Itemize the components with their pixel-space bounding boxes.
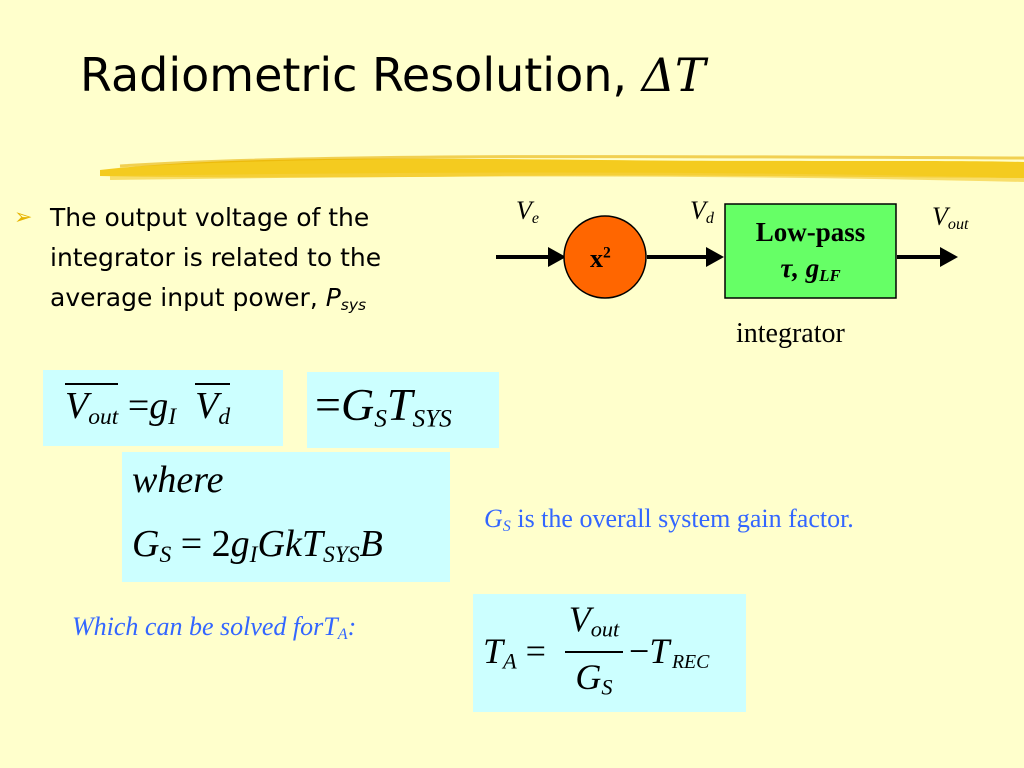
eq3-equals: = bbox=[180, 523, 203, 565]
eq3-g: G bbox=[132, 523, 160, 565]
eq3-gi: g bbox=[230, 523, 250, 565]
eq2-t: T bbox=[386, 379, 413, 430]
eq1-vsub: out bbox=[88, 403, 119, 430]
eq3-where: where bbox=[132, 459, 224, 501]
eq4-denominator: GS bbox=[563, 656, 625, 698]
eq1-vdsub: d bbox=[218, 403, 231, 430]
mid-v: V bbox=[690, 196, 706, 225]
slide-title: Radiometric Resolution, ΔT bbox=[80, 48, 706, 102]
eq3-gisub: I bbox=[249, 541, 258, 568]
eq4-num: V bbox=[568, 599, 591, 639]
note-gsub: S bbox=[502, 518, 511, 536]
solve-colon: : bbox=[347, 612, 357, 641]
solve-t: T bbox=[323, 612, 338, 641]
equation-vout: Vout =gI Vd bbox=[43, 370, 283, 446]
eq4-den: G bbox=[575, 657, 602, 697]
eq3-gkt: GkT bbox=[257, 523, 323, 565]
bullet-body: The output voltage of the integrator is … bbox=[50, 203, 382, 312]
eq4-trec-prime: ' bbox=[669, 638, 672, 654]
eq2-tsub: SYS bbox=[412, 404, 452, 433]
bullet-var: P bbox=[325, 283, 341, 312]
eq4-trecsub: REC bbox=[671, 650, 710, 673]
title-text: Radiometric Resolution, bbox=[80, 48, 642, 102]
eq4-equals: = bbox=[525, 631, 546, 671]
eq1-gsub: I bbox=[168, 403, 177, 430]
eq1-equals: = bbox=[127, 385, 150, 427]
solve-tsub: A bbox=[337, 626, 348, 644]
output-sub: out bbox=[947, 216, 969, 234]
square-sup: 2 bbox=[603, 244, 611, 262]
note-g: G bbox=[484, 504, 503, 533]
filter-line1: Low-pass bbox=[755, 217, 866, 247]
input-v: V bbox=[516, 196, 532, 225]
square-law-label: x2 bbox=[590, 244, 611, 274]
highlight-stroke bbox=[100, 154, 1024, 182]
title-symbol: ΔT bbox=[641, 48, 706, 102]
integrator-caption: integrator bbox=[736, 318, 845, 349]
filter-tau: τ, g bbox=[780, 253, 820, 283]
block-diagram bbox=[496, 203, 958, 299]
eq4-lhs: TA = bbox=[483, 630, 546, 672]
mid-sub: d bbox=[705, 210, 714, 228]
solve-text: Which can be solved for bbox=[72, 612, 324, 641]
eq3-tsub: SYS bbox=[322, 541, 360, 568]
equation-gs-definition: where GS = 2gIGkTSYSB bbox=[122, 452, 450, 582]
output-voltage-label: Vout bbox=[932, 202, 969, 234]
input-sub: e bbox=[531, 210, 540, 228]
solve-note: Which can be solved forTA: bbox=[72, 612, 357, 644]
eq2-g: G bbox=[340, 379, 375, 430]
filter-sub: LF bbox=[819, 266, 841, 286]
eq1-g: g bbox=[149, 385, 169, 427]
eq4-fraction-bar bbox=[565, 651, 623, 653]
eq3-b: B bbox=[359, 523, 383, 565]
eq3-formula: GS = 2gIGkTSYSB bbox=[132, 522, 383, 568]
bullet-text: The output voltage of the integrator is … bbox=[50, 198, 480, 318]
input-voltage-label: Ve bbox=[516, 196, 540, 228]
eq1-vd: Vd bbox=[195, 383, 231, 430]
eq4-minus: − bbox=[629, 631, 650, 671]
eq3-gsub: S bbox=[159, 541, 172, 568]
filter-line2: τ, gLF bbox=[725, 250, 896, 286]
eq4-trec: T bbox=[649, 631, 670, 671]
eq1-vd-v: V bbox=[195, 385, 219, 427]
eq4-rhs: −T'REC bbox=[629, 630, 709, 672]
arrow-bullet-icon: ➢ bbox=[14, 205, 33, 230]
eq4-tsub: A bbox=[503, 648, 517, 674]
eq4-numsub: out bbox=[590, 616, 620, 642]
eq1-v: V bbox=[65, 385, 89, 427]
eq1-content: Vout =gI Vd bbox=[65, 383, 231, 430]
eq3-two: 2 bbox=[211, 523, 231, 565]
equation-ta: TA = Vout GS −T'REC bbox=[473, 594, 746, 712]
eq2-content: =GSTSYS bbox=[315, 378, 452, 431]
bullet-var-sub: sys bbox=[340, 295, 367, 314]
eq4-t: T bbox=[483, 631, 504, 671]
gain-factor-note: GS is the overall system gain factor. bbox=[484, 504, 854, 536]
lowpass-filter-box: Low-pass τ, gLF bbox=[725, 214, 896, 286]
square-x: x bbox=[590, 244, 603, 273]
note-text: is the overall system gain factor. bbox=[510, 504, 854, 533]
eq1-vout: Vout bbox=[65, 383, 119, 430]
output-v: V bbox=[932, 202, 948, 231]
eq2-gsub: S bbox=[374, 404, 387, 433]
eq2-equals: = bbox=[315, 379, 341, 430]
eq4-numerator: Vout bbox=[563, 598, 625, 640]
eq4-densub: S bbox=[601, 674, 613, 700]
equation-gs-tsys: =GSTSYS bbox=[307, 372, 499, 448]
detector-voltage-label: Vd bbox=[690, 196, 714, 228]
